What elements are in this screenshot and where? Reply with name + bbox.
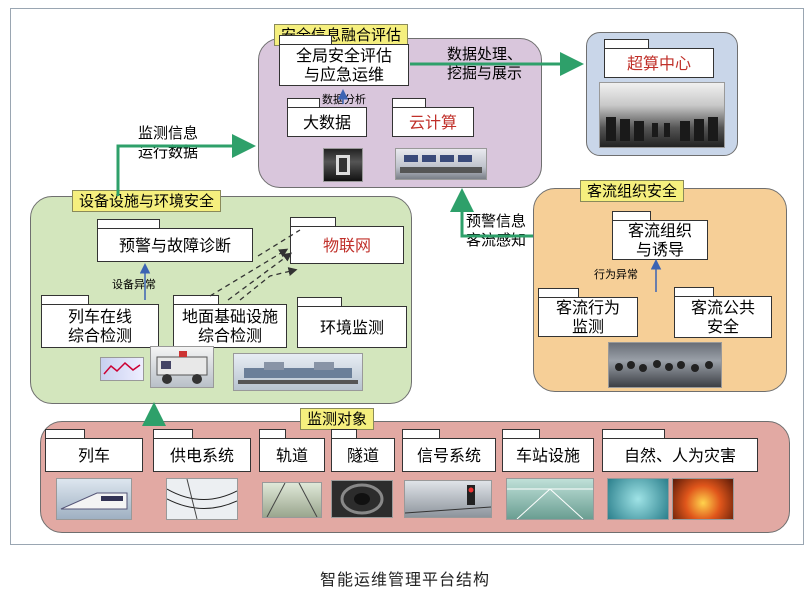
infrastructure-machine-photo — [233, 353, 363, 391]
monitor-item-disaster: 自然、人为灾害 — [601, 429, 758, 472]
behavior-anomaly-label: 行为异常 — [594, 268, 638, 281]
equipment-safety-title: 设备设施与环境安全 — [72, 190, 222, 212]
iot-box: 物联网 — [289, 217, 404, 264]
inspection-vehicle-photo — [150, 346, 214, 388]
global-safety-box: 全局安全评估 与应急运维 — [278, 35, 409, 86]
detector-screen-photo — [100, 357, 144, 381]
big-data-box: 大数据 — [286, 98, 367, 137]
public-safety-box: 客流公共 安全 — [673, 287, 772, 338]
fire-disaster-photo — [672, 478, 734, 520]
control-room-photo — [395, 148, 487, 180]
tunnel-photo — [331, 480, 393, 518]
passenger-guide-box: 客流组织 与诱导 — [611, 211, 708, 260]
natural-disaster-photo — [607, 478, 669, 520]
monitor-item-track: 轨道 — [258, 429, 325, 472]
server-photo — [323, 148, 363, 182]
data-analysis-label: 数据分析 — [322, 93, 366, 106]
passenger-safety-title: 客流组织安全 — [580, 180, 685, 202]
cloud-computing-box: 云计算 — [391, 98, 474, 137]
ground-infra-box: 地面基础设施 综合检测 — [172, 295, 287, 348]
monitor-item-tunnel: 隧道 — [330, 429, 395, 472]
train-online-box: 列车在线 综合检测 — [40, 295, 159, 348]
monitor-item-station: 车站设施 — [501, 429, 594, 472]
signal-photo — [404, 480, 492, 518]
environment-monitor-box: 环境监测 — [296, 297, 407, 348]
warning-diagnosis-box: 预警与故障诊断 — [96, 219, 253, 262]
monitor-item-power: 供电系统 — [152, 429, 251, 472]
datacenter-photo — [599, 82, 725, 148]
power-line-photo — [166, 478, 238, 520]
data-process-label: 数据处理、 挖掘与展示 — [447, 45, 523, 82]
track-photo — [262, 482, 322, 518]
station-photo — [506, 478, 594, 520]
supercomputer-title: 超算中心 — [603, 39, 714, 78]
monitor-item-signal: 信号系统 — [401, 429, 496, 472]
behavior-monitor-box: 客流行为 监测 — [537, 288, 638, 337]
monitor-item-train: 列车 — [44, 429, 143, 472]
crowd-photo — [608, 342, 722, 388]
diagram-caption: 智能运维管理平台结构 — [319, 570, 490, 589]
train-photo — [56, 478, 132, 520]
